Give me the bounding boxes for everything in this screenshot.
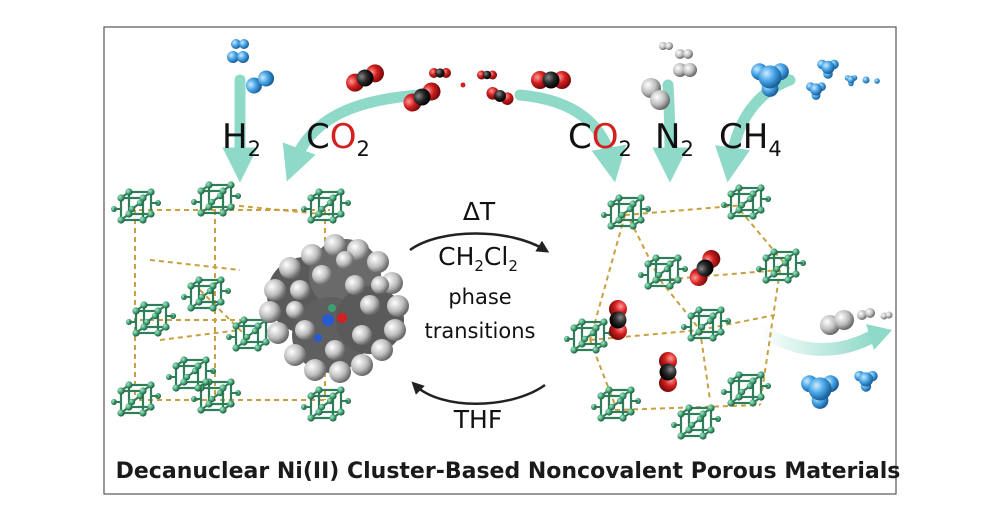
reverse-arrow bbox=[411, 381, 546, 405]
figure-frame bbox=[103, 26, 897, 495]
co2-right-label: CO2 bbox=[568, 117, 632, 161]
space-filling-cluster bbox=[259, 234, 409, 383]
adsorption-arrows bbox=[222, 74, 796, 183]
right-framework bbox=[562, 183, 808, 441]
ch4-molecules bbox=[751, 59, 880, 100]
n2-molecules bbox=[641, 42, 697, 110]
delta-t-label: ΔT bbox=[463, 197, 496, 226]
release-arrow bbox=[753, 323, 882, 356]
transitions-label: transitions bbox=[425, 319, 536, 343]
n2-arrow bbox=[652, 79, 688, 183]
h2-molecules bbox=[227, 39, 277, 97]
figure-caption: Decanuclear Ni(II) Cluster-Based Noncova… bbox=[116, 459, 901, 484]
released-molecules bbox=[801, 308, 893, 409]
co2-right-arrow bbox=[514, 89, 627, 183]
n2-label: N2 bbox=[655, 117, 694, 161]
co2-molecules bbox=[343, 61, 571, 115]
co2-left-label: CO2 bbox=[306, 117, 370, 161]
phase-label: phase bbox=[448, 285, 511, 309]
co2-left-arrow bbox=[282, 89, 426, 182]
ch4-arrow bbox=[715, 74, 796, 183]
left-framework bbox=[109, 180, 353, 423]
ch4-label: CH4 bbox=[719, 117, 782, 161]
forward-arrow bbox=[409, 232, 550, 253]
thf-label: THF bbox=[453, 405, 502, 434]
ch2cl2-label: CH2Cl2 bbox=[438, 242, 518, 275]
h2-label: H2 bbox=[222, 117, 261, 161]
